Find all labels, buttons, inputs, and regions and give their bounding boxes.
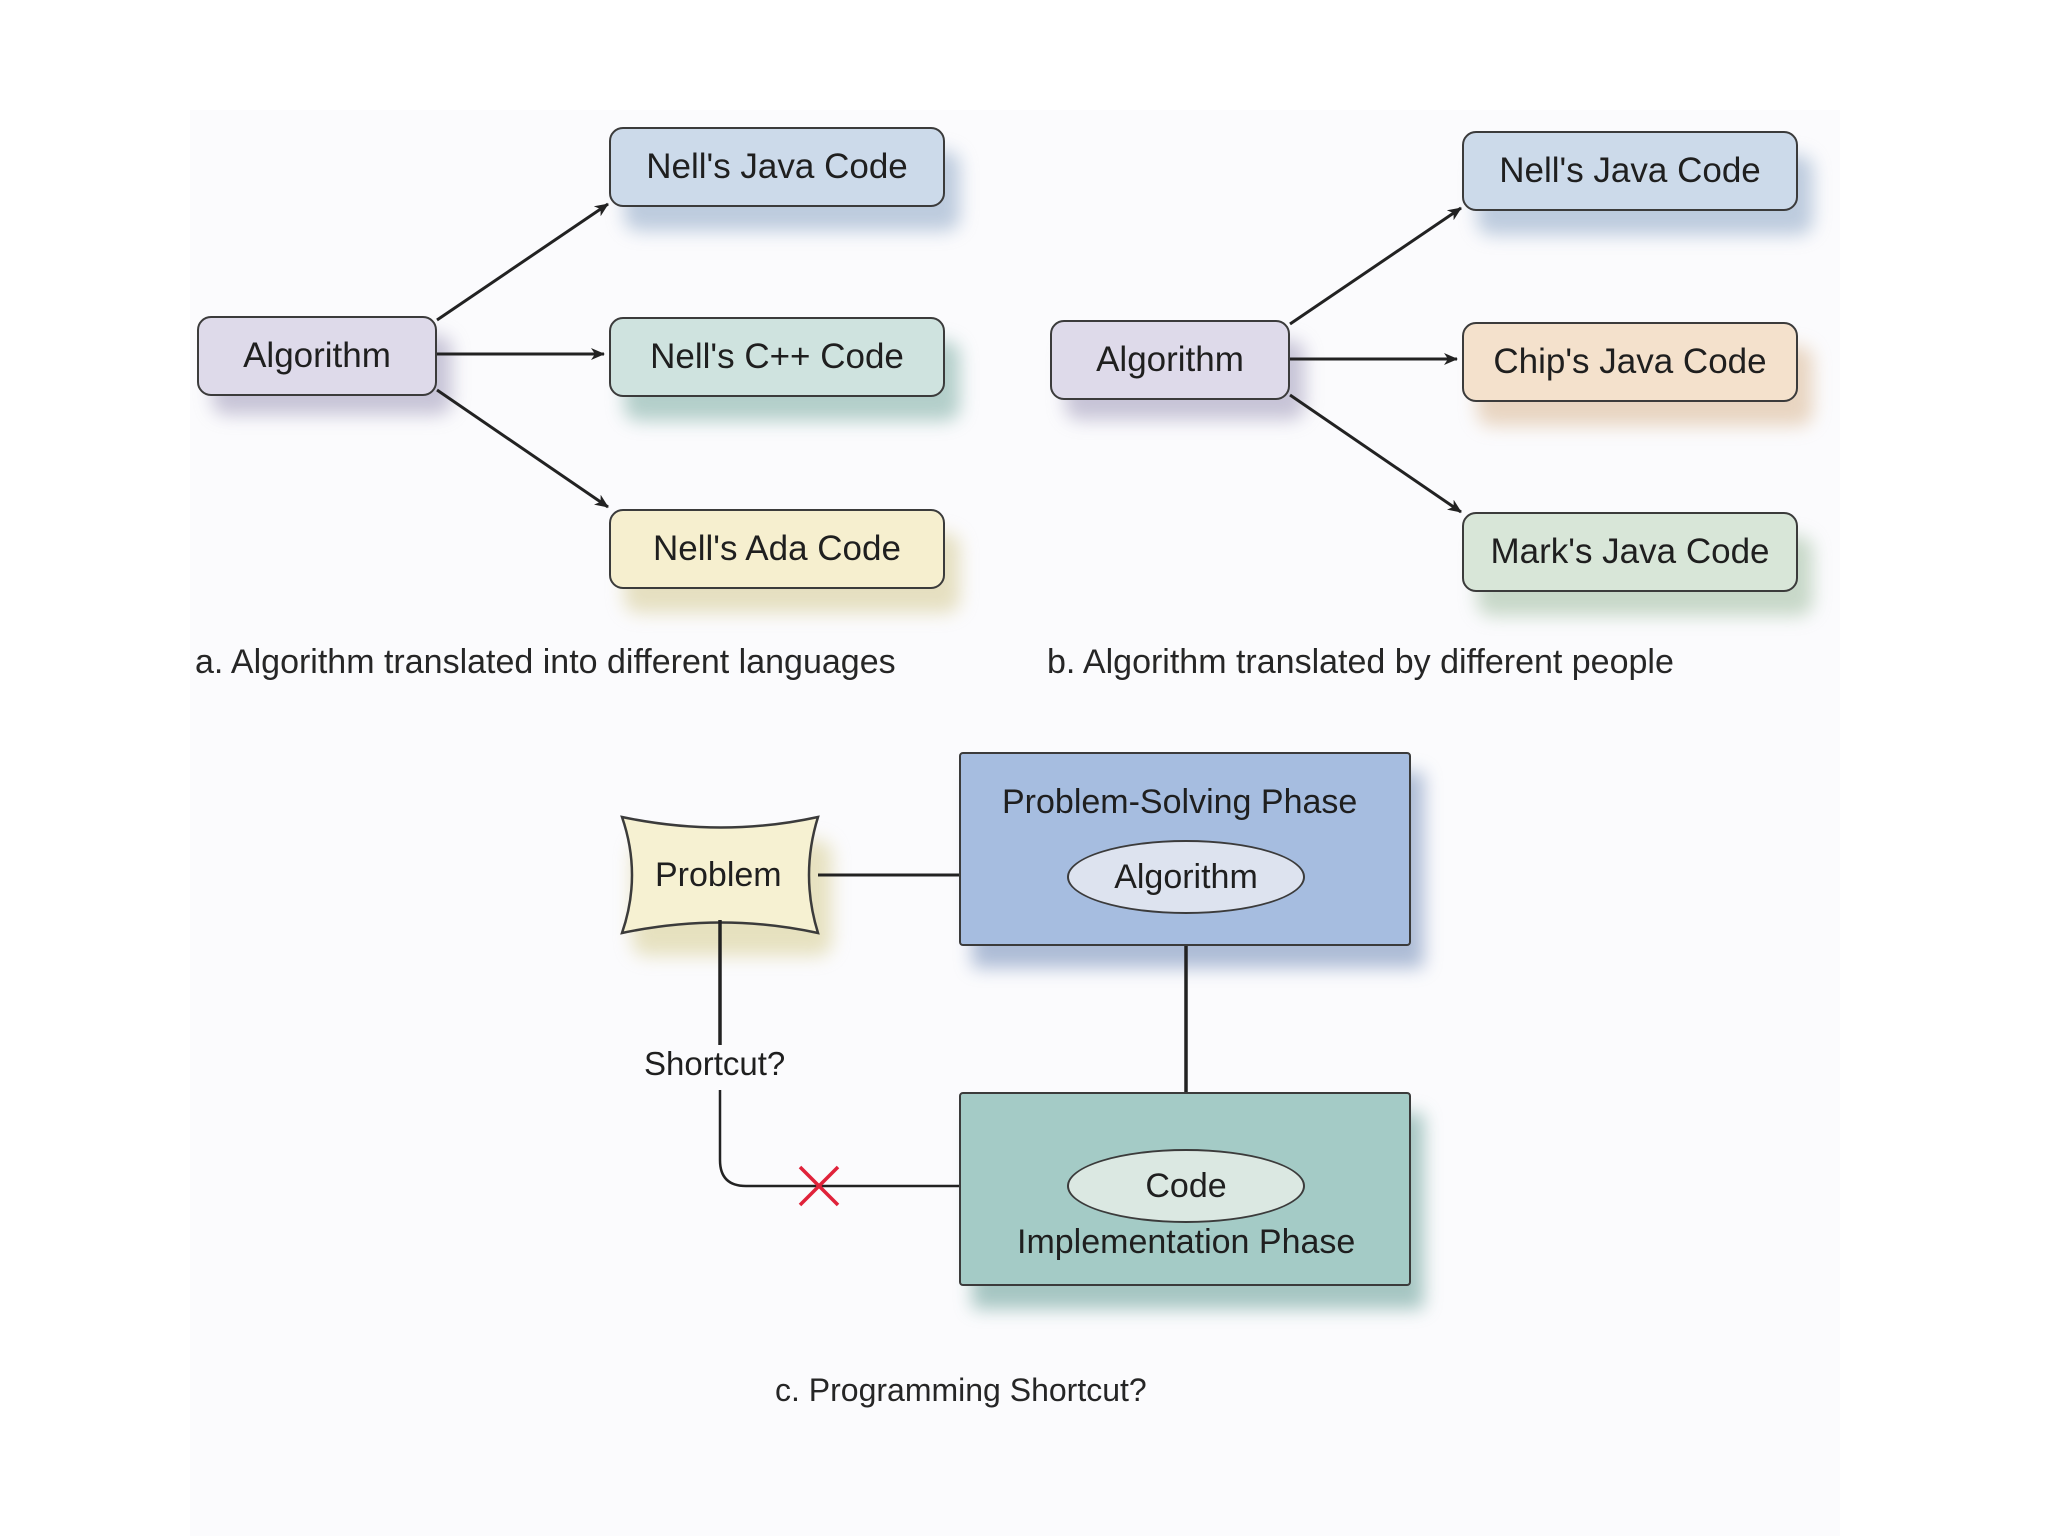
nells-ada-code-label: Nell's Ada Code bbox=[653, 529, 901, 568]
nells-ada-code-node: Nell's Ada Code bbox=[609, 509, 945, 589]
caption-b: b. Algorithm translated by different peo… bbox=[1047, 643, 1674, 681]
marks-java-code-node: Mark's Java Code bbox=[1462, 512, 1798, 592]
nells-java-code-label-b: Nell's Java Code bbox=[1499, 151, 1761, 190]
x-mark-icon bbox=[798, 1165, 840, 1207]
nells-java-code-label-a: Nell's Java Code bbox=[646, 147, 908, 186]
algorithm-ellipse-label: Algorithm bbox=[1114, 857, 1258, 896]
code-ellipse: Code bbox=[1067, 1149, 1305, 1223]
problem-solving-phase-label: Problem-Solving Phase bbox=[1002, 783, 1358, 821]
algorithm-ellipse: Algorithm bbox=[1067, 840, 1305, 914]
caption-a: a. Algorithm translated into different l… bbox=[195, 643, 896, 681]
arrow-a-java bbox=[436, 202, 609, 322]
algorithm-node-a: Algorithm bbox=[197, 316, 437, 396]
shortcut-label: Shortcut? bbox=[640, 1045, 790, 1083]
chips-java-code-label: Chip's Java Code bbox=[1493, 342, 1767, 381]
nells-java-code-node-b: Nell's Java Code bbox=[1462, 131, 1798, 211]
shortcut-line-lower bbox=[718, 1090, 1064, 1192]
algorithm-node-a-label: Algorithm bbox=[243, 336, 391, 375]
code-ellipse-label: Code bbox=[1145, 1166, 1227, 1205]
problem-shape bbox=[620, 815, 820, 935]
algorithm-node-b: Algorithm bbox=[1050, 320, 1290, 400]
chips-java-code-node: Chip's Java Code bbox=[1462, 322, 1798, 402]
nells-cpp-code-label: Nell's C++ Code bbox=[650, 337, 904, 376]
caption-c: c. Programming Shortcut? bbox=[775, 1372, 1147, 1408]
marks-java-code-label: Mark's Java Code bbox=[1490, 532, 1770, 571]
algorithm-node-b-label: Algorithm bbox=[1096, 340, 1244, 379]
arrow-b-nell bbox=[1289, 206, 1462, 326]
implementation-phase-label: Implementation Phase bbox=[1017, 1223, 1356, 1261]
nells-cpp-code-node: Nell's C++ Code bbox=[609, 317, 945, 397]
arrow-b-mark bbox=[1289, 393, 1462, 514]
nells-java-code-node-a: Nell's Java Code bbox=[609, 127, 945, 207]
problem-label: Problem bbox=[655, 856, 782, 894]
arrow-a-ada bbox=[436, 388, 609, 509]
